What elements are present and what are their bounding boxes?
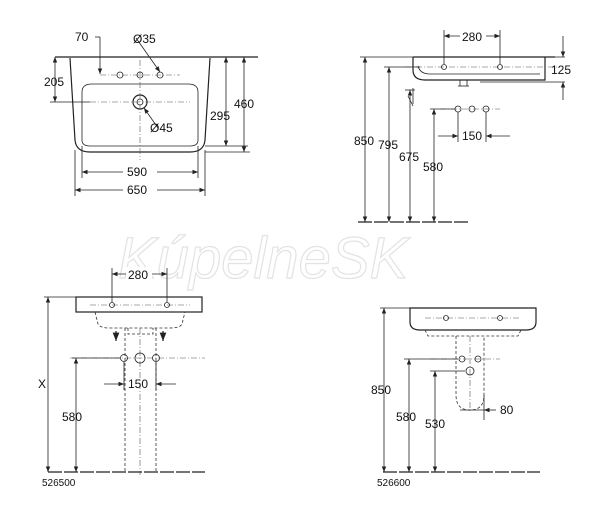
- top-view: 70 Ø35 205 295 460 Ø45 590 650: [44, 30, 258, 197]
- pedestal-view: 280 150 X 580 526500: [38, 267, 205, 489]
- dim-x-label: X: [38, 377, 46, 391]
- tap-hole-left: [443, 315, 449, 321]
- basin-bowl-hidden: [94, 311, 186, 329]
- basin-inner-edge: [417, 65, 540, 75]
- semi-pedestal-view: 80 850 580 530 526600: [371, 307, 540, 489]
- outlet-center: [468, 105, 476, 113]
- dim-280-bg: [126, 267, 152, 281]
- dim-650-bg: [123, 182, 157, 196]
- tap-hole-left: [441, 64, 447, 70]
- basin-front: [409, 307, 537, 331]
- dim-125-label: 125: [551, 63, 571, 77]
- dim-150-label: 150: [462, 129, 482, 143]
- outlet-center: [134, 352, 146, 364]
- side-view: 280 125 150 850 795 675: [354, 29, 571, 223]
- outlet-right: [152, 354, 160, 362]
- tap-hole-left: [109, 302, 115, 308]
- dim-675-label: 675: [399, 150, 419, 164]
- dim-650-label: 650: [127, 183, 147, 197]
- model-code-pedestal: 526500: [42, 478, 76, 489]
- basin-bowl-hidden: [424, 329, 522, 337]
- dim-280-bg: [460, 29, 486, 43]
- dim-dia45-leader: [143, 107, 159, 129]
- dim-580-label: 580: [62, 410, 82, 424]
- pedestal-hidden: [124, 328, 157, 472]
- dim-590-bg: [123, 164, 157, 178]
- outlet-trap: [465, 366, 475, 376]
- outlet-right: [474, 355, 482, 363]
- dim-70-label: 70: [75, 30, 89, 44]
- tap-hole-right: [497, 315, 503, 321]
- dim-280-label: 280: [462, 30, 482, 44]
- dim-850-label: 850: [354, 134, 374, 148]
- dim-dia35-leader: [135, 37, 161, 73]
- dim-295-label: 295: [210, 109, 230, 123]
- tap-hole-right: [164, 302, 170, 308]
- outlet-left: [458, 355, 466, 363]
- outlet-left: [120, 354, 128, 362]
- dim-590-label: 590: [127, 165, 147, 179]
- tap-hole-right: [497, 64, 503, 70]
- basin-bowl: [81, 83, 199, 147]
- watermark-text: KúpelneSK: [118, 226, 411, 291]
- tap-hole-left: [116, 71, 124, 79]
- model-code-semi-pedestal: 526600: [377, 478, 411, 489]
- wall-outlet-tick: [407, 95, 414, 107]
- basin-front: [75, 296, 203, 313]
- dim-580-label: 580: [423, 160, 443, 174]
- basin-side-outline: [412, 57, 546, 81]
- dim-dia45-label: Ø45: [150, 121, 173, 135]
- dim-795-label: 795: [378, 138, 398, 152]
- dim-205-label: 205: [44, 75, 64, 89]
- dim-80-label: 80: [500, 403, 514, 417]
- dim-530-label: 530: [425, 417, 445, 431]
- dim-dia35-label: Ø35: [133, 32, 156, 46]
- dim-460-label: 460: [234, 97, 254, 111]
- dim-280-label: 280: [128, 268, 148, 282]
- pedestal-top: [127, 328, 154, 335]
- dim-580-label: 580: [396, 410, 416, 424]
- dim-150-label: 150: [128, 377, 148, 391]
- dim-850-label: 850: [371, 383, 391, 397]
